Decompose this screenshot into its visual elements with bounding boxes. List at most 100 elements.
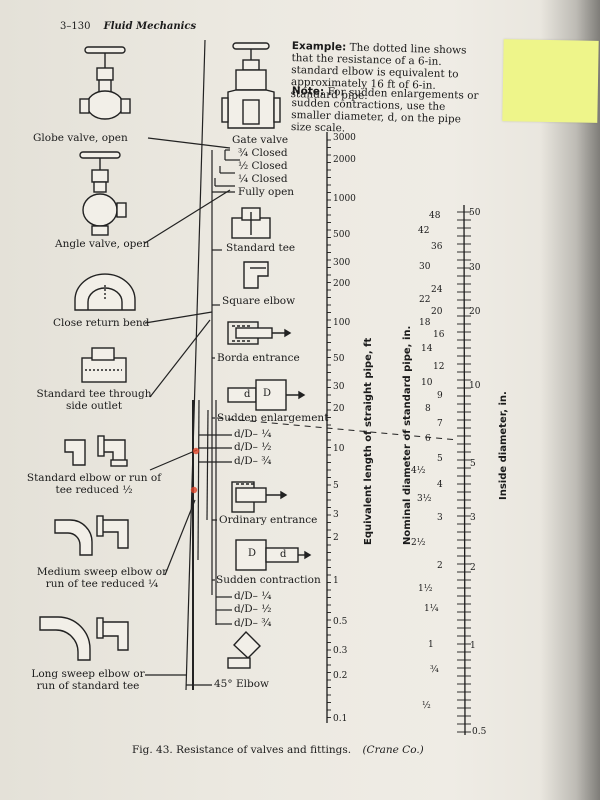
- nominal-tick: 22: [419, 295, 431, 305]
- caption-fig-number: Fig. 43.: [132, 744, 173, 756]
- return-bend-label: Close return bend: [53, 317, 150, 329]
- nominal-tick: 4: [437, 480, 443, 490]
- angle-valve-icon: [79, 151, 127, 236]
- icon-D-contraction-label: D: [248, 548, 257, 559]
- length-tick: 1000: [333, 194, 356, 204]
- ordinary-entrance-icon: [231, 481, 288, 513]
- length-tick: 50: [333, 354, 345, 364]
- enlargement-ratio-half: d/D– ½: [234, 441, 272, 453]
- angle-valve-label: Angle valve, open: [55, 238, 150, 250]
- icon-D-label: D: [263, 388, 272, 399]
- standard-tee-label: Standard tee: [226, 242, 296, 254]
- standard-elbow-label: Standard elbow or run of tee reduced ½: [26, 472, 162, 496]
- contraction-ratio-half: d/D– ½: [234, 603, 272, 615]
- diameter-scale-axis: [463, 204, 466, 736]
- caption-text: Resistance of valves and fittings.: [176, 744, 352, 756]
- nominal-tick: ½: [422, 701, 431, 711]
- nominal-tick: 8: [425, 404, 431, 414]
- sudden-contraction-label: Sudden contraction: [216, 574, 321, 586]
- length-tick: 3000: [333, 133, 356, 143]
- length-tick: 1: [333, 576, 339, 586]
- medium-sweep-label: Medium sweep elbow or run of tee reduced…: [36, 566, 168, 590]
- page-edge-shadow: [540, 0, 600, 800]
- globe-valve-label: Globe valve, open: [33, 132, 128, 144]
- nominal-tick: 48: [429, 211, 441, 221]
- inside-tick: 20: [469, 307, 481, 317]
- elbow-45-icon: [227, 630, 261, 669]
- nominal-tick: 14: [421, 344, 433, 354]
- length-tick: 30: [333, 382, 345, 392]
- icon-d-label: d: [244, 389, 251, 400]
- length-tick: 0.5: [333, 617, 348, 627]
- nominal-tick: 30: [419, 262, 431, 272]
- medium-sweep-elbow-icon: [54, 515, 129, 556]
- nominal-tick: 9: [437, 391, 443, 401]
- nominal-tick: 42: [418, 226, 430, 236]
- borda-entrance-icon: [227, 321, 292, 345]
- enlargement-ratio-three-quarter: d/D– ¾: [234, 455, 272, 467]
- square-elbow-label: Square elbow: [222, 295, 296, 307]
- page-header: 3–130 Fluid Mechanics: [60, 21, 196, 32]
- length-tick: 2: [333, 533, 339, 543]
- gate-valve-label: Gate valve: [232, 134, 289, 146]
- inside-tick: 3: [470, 513, 476, 523]
- figure-caption: Fig. 43. Resistance of valves and fittin…: [132, 744, 424, 756]
- gate-three-quarter-label: ¾ Closed: [238, 147, 288, 159]
- inside-scale-title: Inside diameter, in.: [498, 391, 509, 500]
- tee-side-outlet-icon: [81, 347, 127, 383]
- main-guide-line: [185, 39, 206, 691]
- standard-elbow-icon: [64, 435, 128, 467]
- example-dotted-line: [216, 417, 459, 441]
- standard-tee-icon: [231, 207, 271, 239]
- length-tick: 20: [333, 404, 345, 414]
- nominal-tick: 6: [425, 434, 431, 444]
- nominal-tick: 3½: [417, 494, 432, 504]
- length-tick: 500: [333, 230, 351, 240]
- gate-fully-open-label: Fully open: [238, 186, 295, 198]
- long-sweep-label: Long sweep elbow or run of standard tee: [31, 668, 145, 692]
- length-tick: 0.1: [333, 714, 348, 724]
- tee-side-outlet-label: Standard tee through side outlet: [36, 388, 152, 412]
- nominal-scale-title: Nominal diameter of standard pipe, in.: [402, 325, 413, 545]
- nominal-tick: 4½: [411, 466, 426, 476]
- nominal-tick: 16: [433, 330, 445, 340]
- sudden-contraction-icon: [235, 539, 312, 571]
- gate-quarter-label: ¼ Closed: [238, 173, 288, 185]
- sudden-enlargement-icon: [227, 379, 306, 411]
- length-tick: 200: [333, 279, 351, 289]
- globe-valve-icon: [79, 46, 131, 120]
- nominal-tick: 24: [431, 285, 443, 295]
- gate-valve-icon: [221, 42, 281, 129]
- nominal-tick: 5: [437, 454, 443, 464]
- inside-tick: 5: [470, 459, 476, 469]
- page-number: 3–130: [60, 21, 91, 32]
- nominal-tick: 3: [437, 513, 443, 523]
- caption-source: (Crane Co.): [362, 744, 424, 756]
- red-markers: [190, 447, 200, 494]
- nominal-tick: 10: [421, 378, 433, 388]
- borda-entrance-label: Borda entrance: [217, 352, 300, 364]
- elbow-45-label: 45° Elbow: [214, 678, 270, 690]
- nominal-tick: 2½: [411, 538, 426, 548]
- nominal-tick: ¾: [430, 665, 439, 675]
- square-elbow-icon: [243, 261, 269, 289]
- icon-d-contraction-label: d: [280, 549, 287, 560]
- nominal-tick: 36: [431, 242, 443, 252]
- nominal-tick: 12: [433, 362, 445, 372]
- length-tick: 2000: [333, 155, 356, 165]
- nominal-tick: 1½: [418, 584, 433, 594]
- length-tick: 100: [333, 318, 351, 328]
- gate-half-label: ½ Closed: [238, 160, 288, 172]
- nominal-tick: 7: [437, 419, 443, 429]
- length-tick: 10: [333, 444, 345, 454]
- length-tick: 3: [333, 510, 339, 520]
- return-bend-icon: [74, 273, 136, 311]
- enlargement-ratio-quarter: d/D– ¼: [234, 428, 272, 440]
- length-tick: 0.3: [333, 646, 348, 656]
- nominal-tick: 1¼: [424, 604, 439, 614]
- inside-tick: 1: [470, 641, 476, 651]
- length-scale-title: Equivalent length of straight pipe, ft: [363, 337, 374, 545]
- length-tick: 300: [333, 258, 351, 268]
